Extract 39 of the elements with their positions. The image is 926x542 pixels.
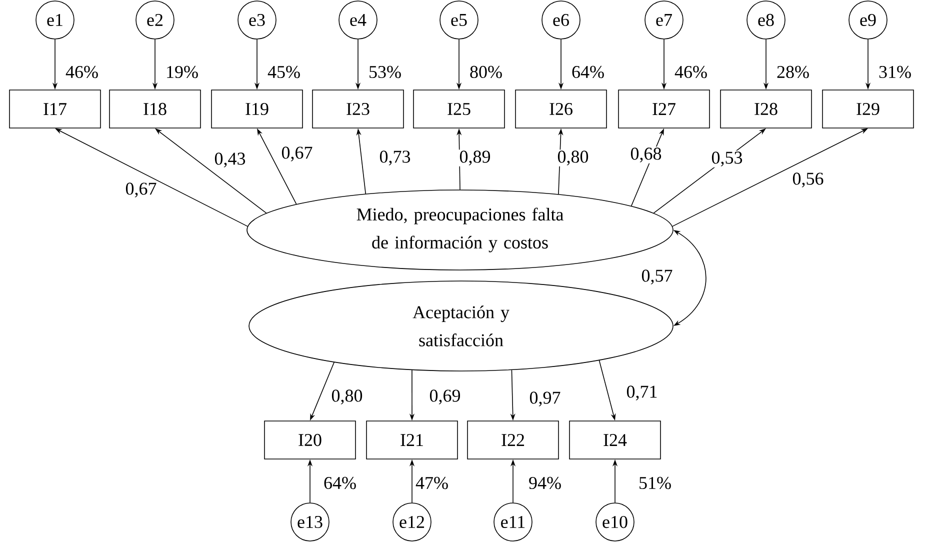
indicator-box: I25 <box>413 90 505 128</box>
edge-label: 53% <box>368 64 402 80</box>
indicator-box: I29 <box>822 90 914 128</box>
indicator-box: I24 <box>569 420 661 460</box>
indicator-box: I26 <box>515 90 607 128</box>
edge-label: 64% <box>570 64 606 80</box>
edge-label: 0,53 <box>710 150 744 168</box>
indicator-box: I23 <box>312 90 404 128</box>
indicator-box: I22 <box>467 420 559 460</box>
edge-label: 94% <box>528 476 562 490</box>
indicator-box: I27 <box>618 90 710 128</box>
edge-label: 0,97 <box>528 390 562 408</box>
edge-label: 0,68 <box>629 146 663 164</box>
edge-label: 64% <box>322 476 358 490</box>
edge-label: 0,71 <box>625 384 659 402</box>
edge-label: 47% <box>414 476 450 490</box>
edge-label: 0,67 <box>124 182 158 198</box>
edge-label: 80% <box>468 64 504 80</box>
edge-label: 0,56 <box>791 172 825 188</box>
edge-label: 46% <box>64 64 100 80</box>
edge-label: 0,73 <box>378 150 412 166</box>
indicator-box: I19 <box>211 90 303 128</box>
edge-label: 46% <box>674 64 708 80</box>
edge-label: 31% <box>878 64 912 80</box>
edge-label: 0,69 <box>428 388 462 406</box>
edge-label: 28% <box>776 64 810 80</box>
indicator-box: I20 <box>264 420 356 460</box>
edge-label: 0,89 <box>458 150 492 166</box>
edge-label: 0,67 <box>280 146 314 162</box>
edge-label: 0,80 <box>330 388 364 406</box>
edge-label: 51% <box>638 476 672 490</box>
edge-label: 0,80 <box>556 150 590 166</box>
indicator-box: I21 <box>366 420 458 460</box>
edge-label: 19% <box>164 64 200 80</box>
indicator-box: I18 <box>109 90 201 128</box>
indicator-box: I17 <box>9 90 101 128</box>
indicator-box: I28 <box>720 90 812 128</box>
edge-label: 0,43 <box>213 152 247 168</box>
edge-label: 45% <box>266 64 302 80</box>
